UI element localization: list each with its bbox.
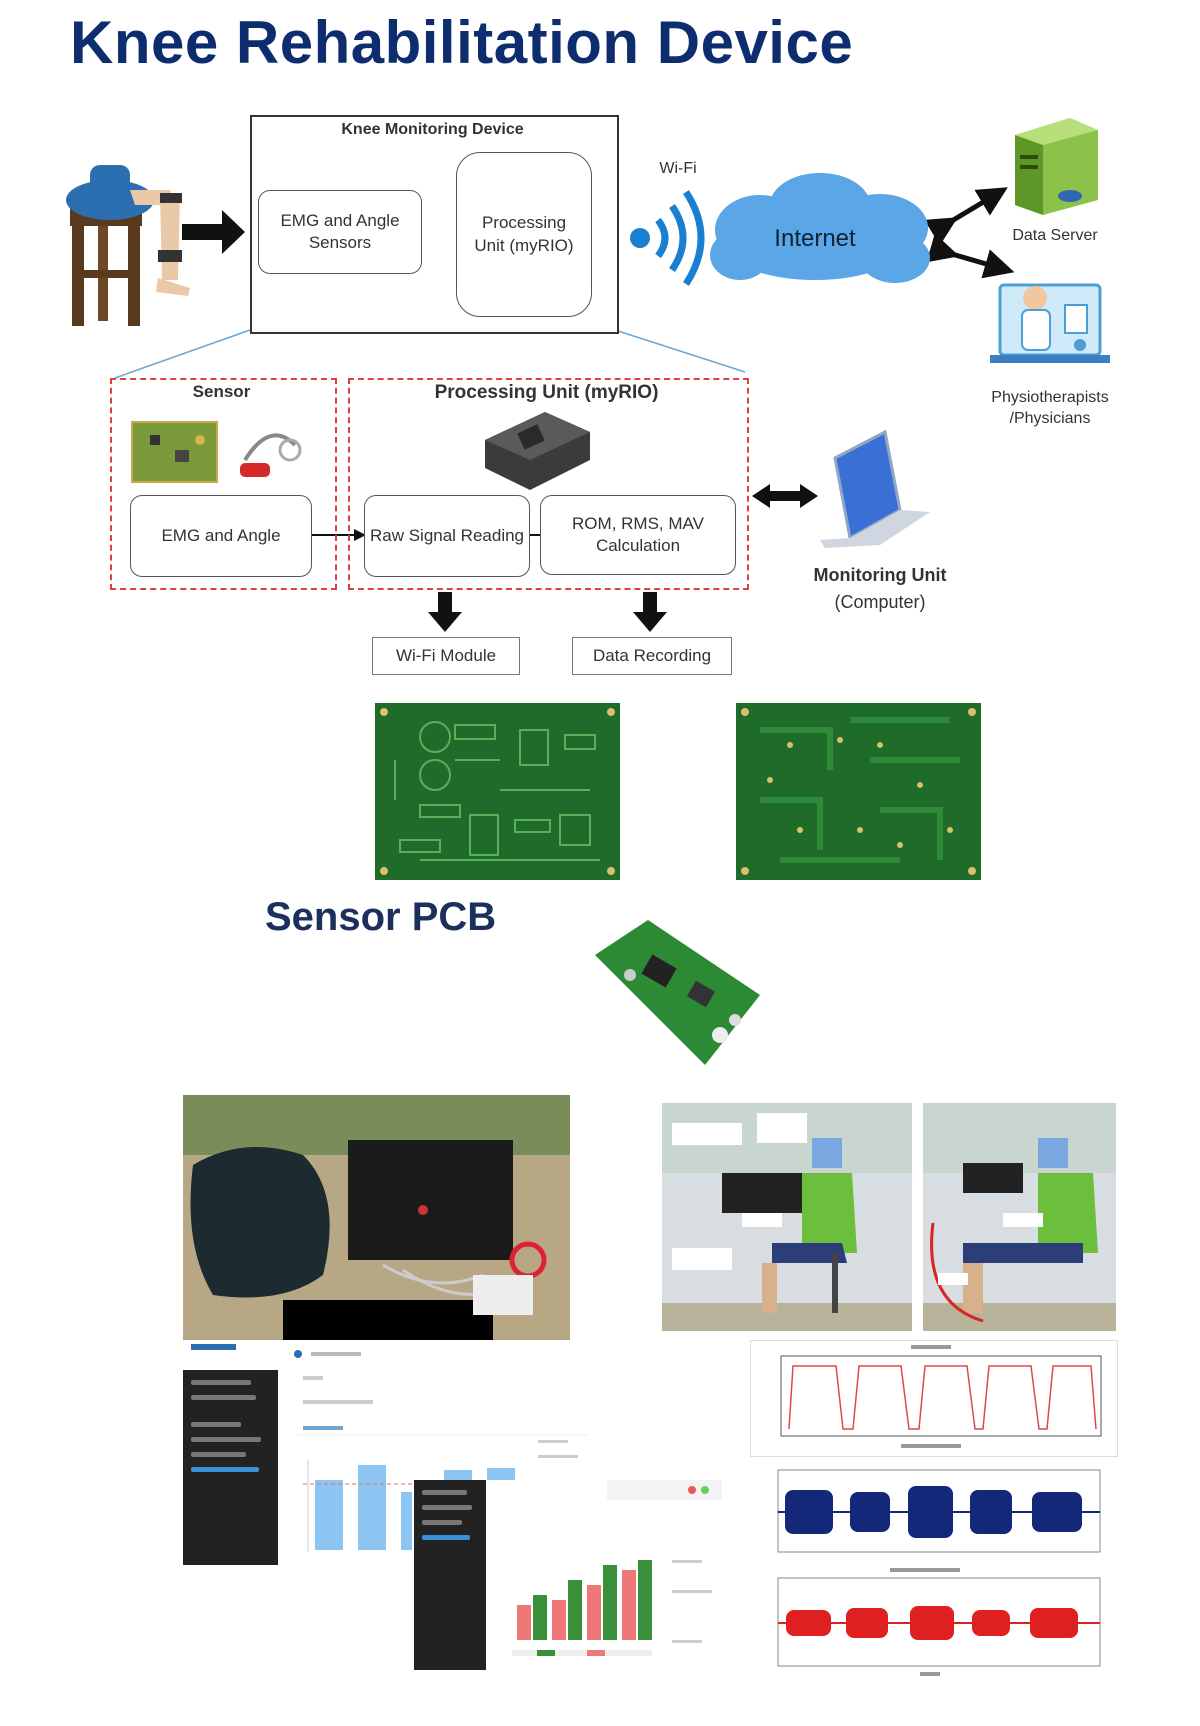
monitoring-unit-label: Monitoring Unit — [813, 565, 947, 585]
sensor-pcb-title: Sensor PCB — [265, 895, 497, 939]
page-title: Knee Rehabilitation Device — [70, 9, 854, 76]
hardware-photo — [183, 1095, 570, 1340]
processing-section — [348, 378, 749, 590]
emg-angle-box: EMG and Angle — [130, 495, 312, 577]
emg-signal-graph-2 — [750, 1568, 1116, 1678]
wifi-label: Wi-Fi — [659, 160, 697, 177]
rom-rms-mav-box: ROM, RMS, MAV Calculation — [540, 495, 736, 575]
knee-angle-graph — [750, 1340, 1118, 1457]
emg-signal-graph-1 — [750, 1462, 1116, 1562]
experiment-photo-2 — [923, 1103, 1116, 1331]
monitoring-unit-sub: (Computer) — [834, 592, 926, 612]
processing-section-title: Processing Unit (myRIO) — [434, 382, 659, 403]
sensor-section-title: Sensor — [192, 382, 251, 401]
emg-angle-sensors-box: EMG and Angle Sensors — [258, 190, 422, 274]
dashboard-screenshot-2 — [412, 1480, 722, 1670]
physiotherapists-label: Physiotherapists /Physicians — [991, 389, 1109, 427]
device-box-title: Knee Monitoring Device — [341, 121, 524, 138]
wifi-module-box: Wi-Fi Module — [372, 637, 520, 675]
experiment-photo-1 — [662, 1103, 912, 1331]
processing-unit-box: Processing Unit (myRIO) — [456, 152, 592, 317]
data-recording-box: Data Recording — [572, 637, 732, 675]
sensor-section — [110, 378, 337, 590]
raw-signal-box: Raw Signal Reading — [364, 495, 530, 577]
data-server-label: Data Server — [1012, 227, 1098, 244]
internet-label: Internet — [774, 225, 856, 252]
